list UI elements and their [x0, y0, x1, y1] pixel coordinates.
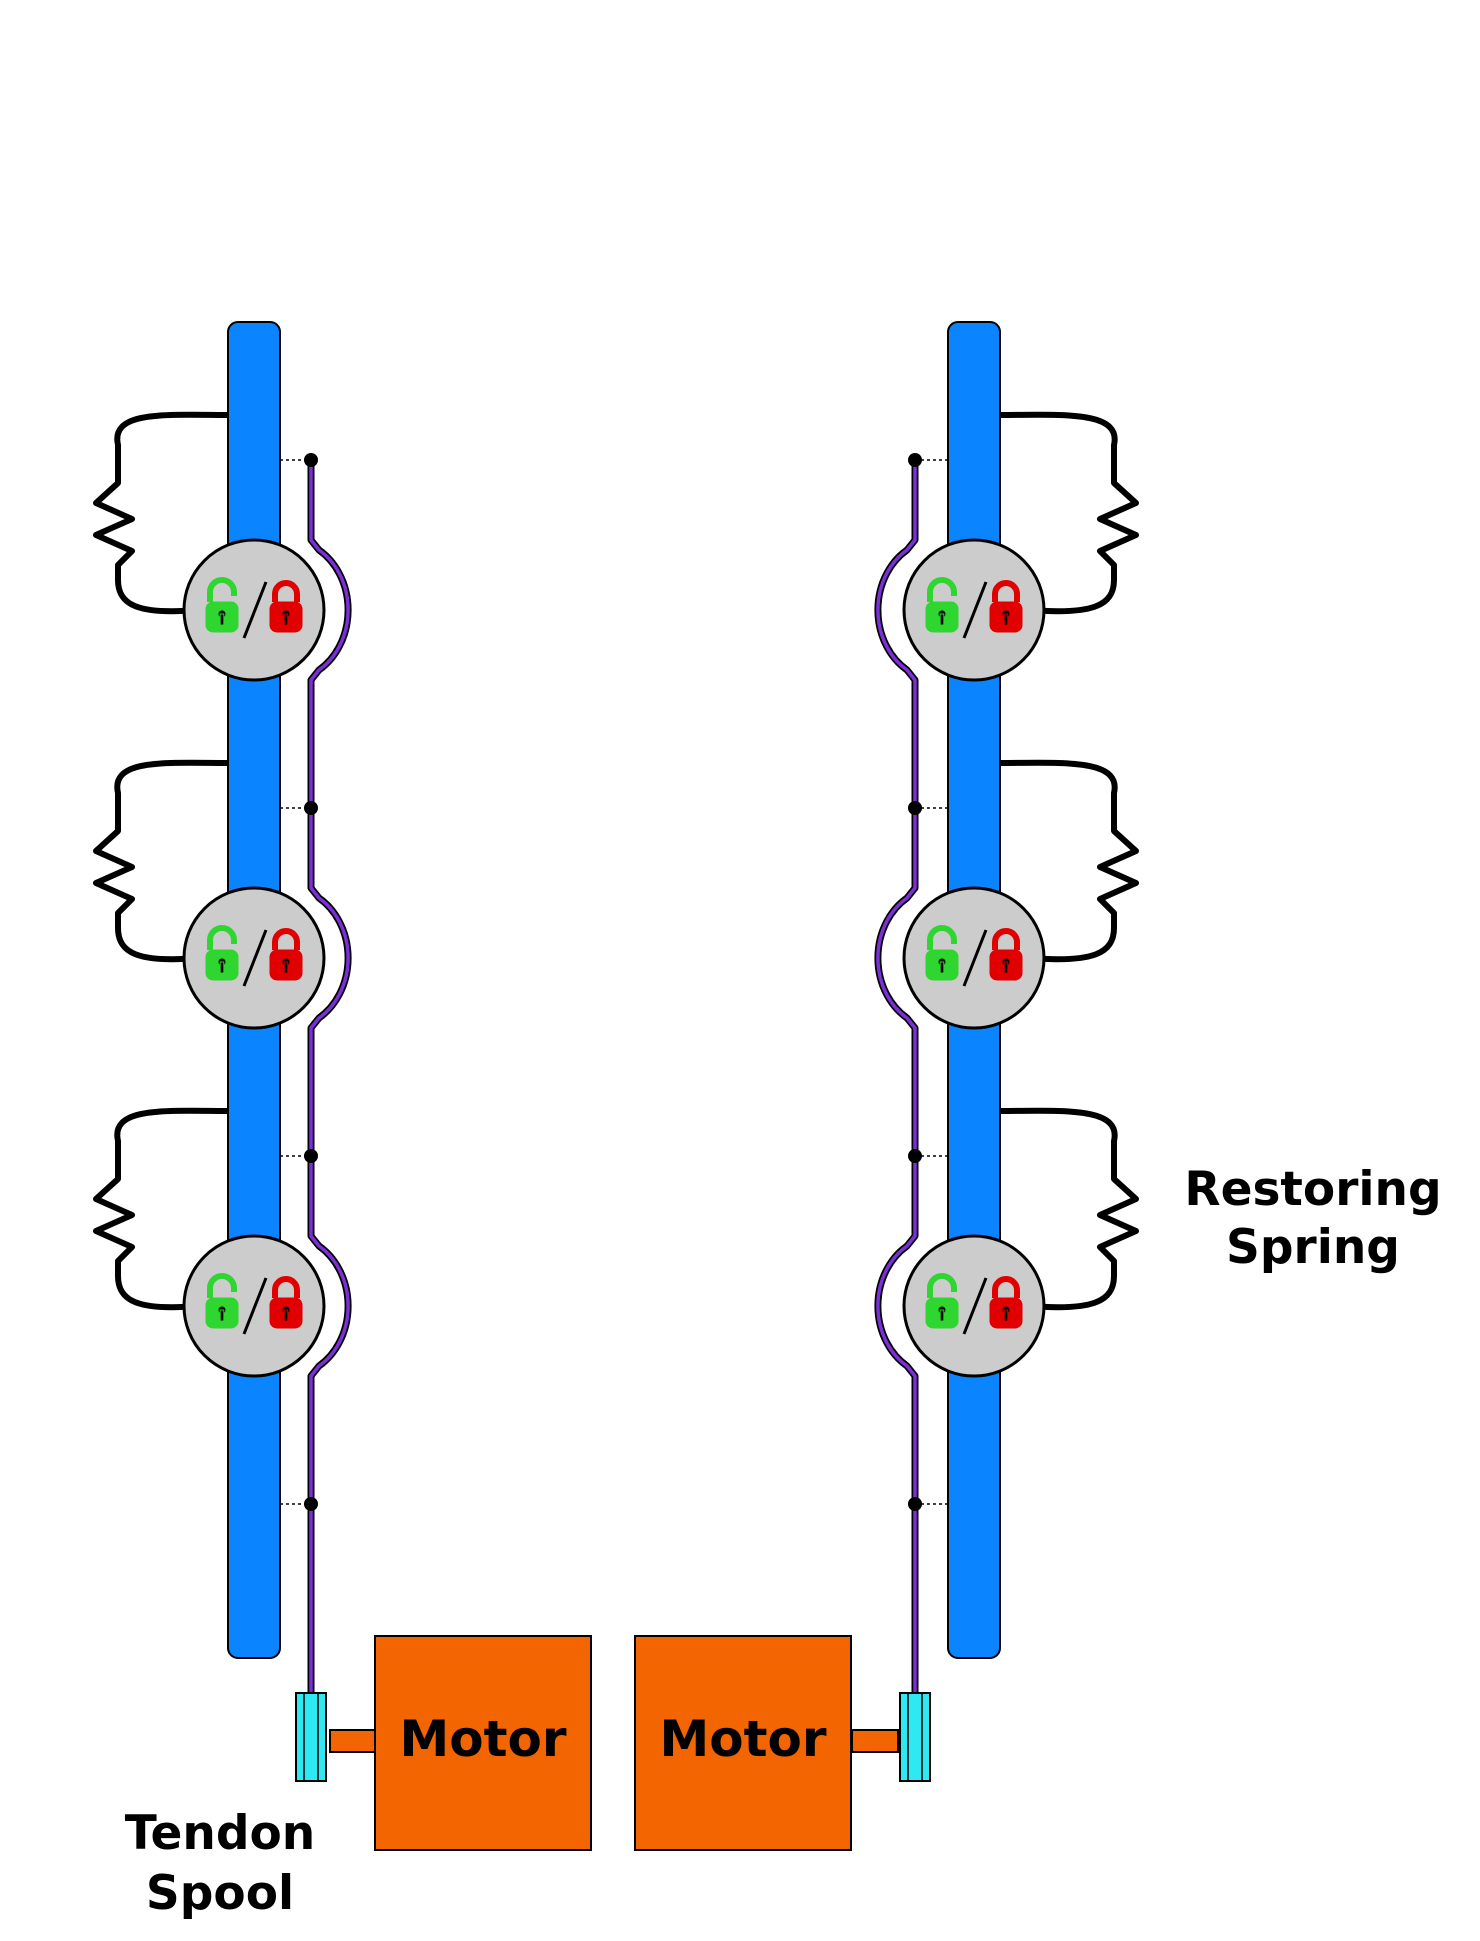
restoring-spring: [999, 759, 1139, 963]
tendon-anchor-dot: [908, 453, 922, 467]
slash-separator: [242, 929, 268, 987]
tendon-anchor-dot: [908, 1149, 922, 1163]
tendon-outline: [874, 460, 919, 1772]
tendon-spool: [295, 1692, 327, 1782]
tendon-spool-label-line1: Tendon: [125, 1806, 316, 1861]
lockable-joint: [902, 1234, 1046, 1378]
motors-layer: Motor Motor: [295, 1635, 931, 1851]
tendon-spool-label-line2: Spool: [146, 1866, 294, 1921]
tendon-anchor-dot: [304, 453, 318, 467]
slash-separator: [242, 581, 268, 639]
slash-separator: [962, 929, 988, 987]
tendon: [876, 460, 917, 1772]
lockable-joint: [182, 886, 326, 1030]
fingers-layer: [93, 321, 1139, 1772]
motor-body: [374, 1635, 592, 1851]
tendon-outline: [307, 460, 352, 1772]
tendon-spool: [899, 1692, 931, 1782]
motor-shaft: [329, 1729, 376, 1753]
restoring-spring: [999, 411, 1139, 615]
motor-assembly-left: Motor: [295, 1635, 592, 1851]
restoring-spring: [93, 1107, 229, 1311]
slash-separator: [242, 1277, 268, 1335]
lockable-joint: [182, 1234, 326, 1378]
restoring-spring: [999, 1107, 1139, 1311]
tendon-anchor-dot: [908, 1497, 922, 1511]
restoring-spring: [93, 759, 229, 963]
slash-separator: [962, 1277, 988, 1335]
tendon-anchor-dot: [304, 801, 318, 815]
restoring-spring: [93, 411, 229, 615]
finger-left: [93, 321, 352, 1772]
tendon-anchor-dot: [304, 1497, 318, 1511]
tendon-anchor-dot: [304, 1149, 318, 1163]
lockable-joint: [902, 538, 1046, 682]
finger-right: [874, 321, 1139, 1772]
motor-body: [634, 1635, 852, 1851]
lockable-joint: [182, 538, 326, 682]
slash-separator: [962, 581, 988, 639]
lockable-joint: [902, 886, 1046, 1030]
motor-shaft: [851, 1729, 899, 1753]
tendon: [309, 460, 350, 1772]
restoring-spring-label-line1: Restoring: [1184, 1162, 1441, 1217]
motor-label: Motor: [399, 1710, 566, 1768]
motor-assembly-right: Motor: [634, 1635, 931, 1851]
restoring-spring-label-line2: Spring: [1226, 1220, 1400, 1275]
tendon-anchor-dot: [908, 801, 922, 815]
motor-label: Motor: [659, 1710, 826, 1768]
